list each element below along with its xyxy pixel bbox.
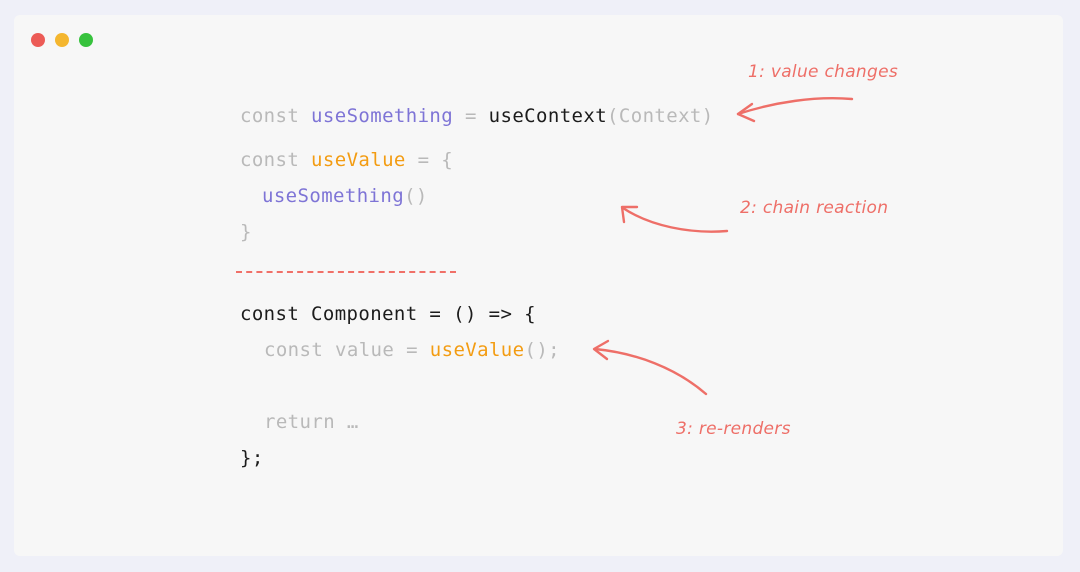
arrowhead-2 [620, 205, 639, 224]
code-line-8: }; [240, 447, 264, 469]
code-line-2: const useValue = { [240, 151, 453, 170]
code-line-1: const useSomething = useContext(Context) [240, 107, 714, 126]
code-line-6: const value = useValue(); [264, 341, 560, 360]
identifier-useValue: useValue [311, 149, 406, 171]
minimize-window-button[interactable] [55, 33, 69, 47]
call-useValue: useValue [429, 339, 525, 361]
annotation-2: 2: chain reaction [740, 198, 889, 218]
section-divider [236, 271, 456, 273]
code-window [14, 15, 1063, 556]
call-parens: (); [524, 339, 561, 361]
keyword-const: const [240, 149, 300, 171]
operator-equals-brace: = { [417, 149, 454, 171]
arrow-1 [736, 97, 854, 116]
parens: () [404, 185, 428, 207]
annotation-3: 3: re-renders [676, 419, 791, 439]
operator-equals: = [464, 105, 477, 127]
identifier-useSomething: useSomething [311, 105, 454, 127]
code-line-3: useSomething() [262, 187, 428, 206]
call-useSomething: useSomething [262, 185, 405, 207]
code-line-4: } [240, 221, 252, 243]
arg-context: (Context) [607, 105, 714, 127]
arrowhead-1 [736, 102, 756, 123]
keyword-const: const [240, 105, 300, 127]
maximize-window-button[interactable] [79, 33, 93, 47]
close-window-button[interactable] [31, 33, 45, 47]
arrow-3 [593, 347, 708, 396]
arrow-2 [621, 206, 729, 233]
code-line-5: const Component = () => { [240, 303, 536, 325]
code-line-7: return … [264, 411, 359, 433]
code-const-value: const value = [264, 339, 418, 361]
annotation-1: 1: value changes [748, 62, 899, 82]
arrowhead-3 [592, 339, 610, 361]
call-useContext: useContext [488, 105, 608, 127]
